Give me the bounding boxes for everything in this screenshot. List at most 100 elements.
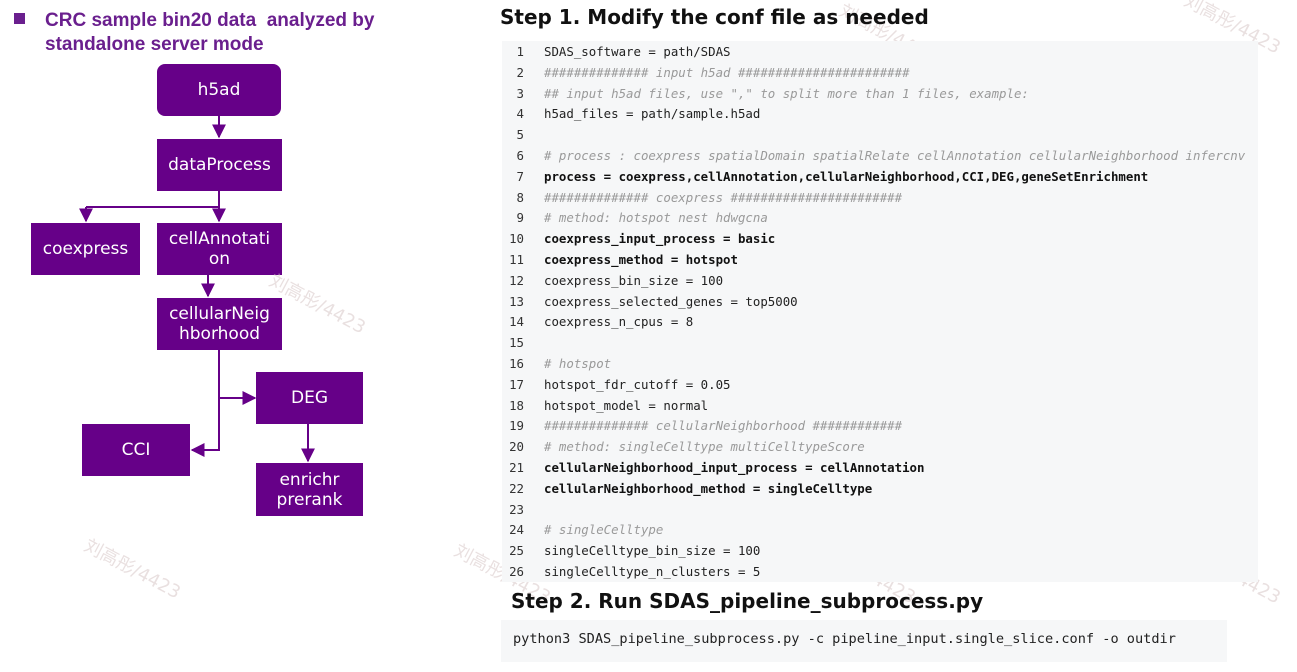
line-number: 25 <box>509 543 524 559</box>
code-text: coexpress_input_process = basic <box>544 231 776 247</box>
line-number: 10 <box>509 231 524 247</box>
line-number: 24 <box>509 522 524 538</box>
line-number: 8 <box>516 189 524 205</box>
line-number: 9 <box>516 210 524 226</box>
code-text: h5ad_files = path/sample.h5ad <box>544 106 761 122</box>
node-h5ad: h5ad <box>157 64 281 116</box>
code-text: # method: hotspot nest hdwgcna <box>544 210 768 226</box>
section-title: CRC sample bin20 data analyzed by standa… <box>45 9 445 57</box>
line-number: 5 <box>516 127 524 143</box>
node-dataprocess: dataProcess <box>157 139 282 191</box>
node-cellularneighborhood: cellularNeig hborhood <box>157 298 282 350</box>
line-number: 17 <box>509 376 524 392</box>
line-number: 20 <box>509 439 524 455</box>
code-line: 6 # process : coexpress spatialDomain spa… <box>502 145 1258 166</box>
line-number: 3 <box>516 85 524 101</box>
code-text: ############## input h5ad ##############… <box>544 64 910 80</box>
line-number: 12 <box>509 272 524 288</box>
command-code-block[interactable]: python3 SDAS_pipeline_subprocess.py -c p… <box>501 620 1227 662</box>
node-cellannotation-label-2: on <box>208 249 231 269</box>
code-line: 18 hotspot_model = normal <box>502 395 1258 416</box>
code-line: 24 # singleCelltype <box>502 519 1258 540</box>
node-enrichr-prerank: enrichr prerank <box>256 463 363 516</box>
code-text: coexpress_method = hotspot <box>544 252 738 267</box>
code-text: process = coexpress,cellAnnotation,cellu… <box>544 168 1149 184</box>
code-text: ## input h5ad files, use "," to split mo… <box>544 85 1029 101</box>
code-line: 25 singleCelltype_bin_size = 100 <box>502 540 1258 561</box>
code-line: 17 hotspot_fdr_cutoff = 0.05 <box>502 374 1258 395</box>
line-number: 6 <box>516 148 524 163</box>
bullet-square-icon <box>14 13 25 24</box>
step1-title: Step 1. Modify the conf file as needed <box>500 5 929 29</box>
line-number: 1 <box>516 44 524 59</box>
line-number: 15 <box>509 335 524 351</box>
code-line: 5 <box>502 124 1258 145</box>
line-number: 2 <box>516 64 524 80</box>
code-text: coexpress_bin_size = 100 <box>544 272 724 288</box>
code-text: singleCelltype_bin_size = 100 <box>544 543 761 559</box>
line-number: 18 <box>509 397 524 413</box>
code-line: 4 h5ad_files = path/sample.h5ad <box>502 103 1258 124</box>
line-number: 19 <box>509 418 524 434</box>
code-line: 2 ############## input h5ad #############… <box>502 62 1258 83</box>
code-text: ############## coexpress ###############… <box>544 189 903 205</box>
node-enrichr-label-2: prerank <box>276 489 343 510</box>
node-cci-label: CCI <box>121 440 151 460</box>
code-line: 23 <box>502 499 1258 520</box>
line-number: 21 <box>509 460 524 475</box>
code-text: # hotspot <box>544 356 612 371</box>
node-cellularneighborhood-label-2: hborhood <box>178 324 261 344</box>
node-dataprocess-label: dataProcess <box>168 155 271 175</box>
node-deg-label: DEG <box>290 388 328 408</box>
code-text: cellularNeighborhood_input_process = cel… <box>544 460 925 475</box>
code-text: hotspot_model = normal <box>544 397 709 413</box>
node-cellannotation: cellAnnotati on <box>157 223 282 275</box>
code-text: singleCelltype_n_clusters = 5 <box>544 564 761 579</box>
code-line: 20 # method: singleCelltype multiCelltype… <box>502 436 1258 457</box>
line-number: 13 <box>509 293 524 309</box>
code-line: 3 ## input h5ad files, use "," to split m… <box>502 83 1258 104</box>
node-h5ad-label: h5ad <box>197 80 241 100</box>
node-cci: CCI <box>82 424 190 476</box>
step2-title: Step 2. Run SDAS_pipeline_subprocess.py <box>511 589 984 613</box>
code-text: coexpress_selected_genes = top5000 <box>544 293 798 309</box>
code-line: 13 coexpress_selected_genes = top5000 <box>502 291 1258 312</box>
line-number: 23 <box>509 501 524 517</box>
config-code-block[interactable]: 1 SDAS_software = path/SDAS 2 #############… <box>502 41 1258 582</box>
code-line: 12 coexpress_bin_size = 100 <box>502 270 1258 291</box>
flow-connectors <box>79 116 315 463</box>
node-deg: DEG <box>256 372 363 424</box>
command-text[interactable]: python3 SDAS_pipeline_subprocess.py -c p… <box>513 631 1176 647</box>
code-line: 21 cellularNeighborhood_input_process = c… <box>502 457 1258 478</box>
section-title-line-2: standalone server mode <box>45 34 264 55</box>
code-text: # singleCelltype <box>544 522 664 538</box>
code-line: 7 process = coexpress,cellAnnotation,cell… <box>502 166 1258 187</box>
node-cellularneighborhood-label-1: cellularNeig <box>169 304 270 324</box>
line-number: 22 <box>509 480 524 496</box>
code-text: # method: singleCelltype multiCelltypeSc… <box>544 439 865 455</box>
line-number: 14 <box>509 314 524 330</box>
code-line: 9 # method: hotspot nest hdwgcna <box>502 207 1258 228</box>
line-cn-to-cci <box>190 350 220 457</box>
code-line: 8 ############## coexpress ##############… <box>502 187 1258 208</box>
code-line: 16 # hotspot <box>502 353 1258 374</box>
line-number: 7 <box>516 168 524 184</box>
line-number: 16 <box>509 356 524 371</box>
section-title-line-1: CRC sample bin20 data analyzed by <box>45 10 375 31</box>
code-text: cellularNeighborhood_method = singleCell… <box>544 480 873 496</box>
code-line: 10 coexpress_input_process = basic <box>502 228 1258 249</box>
code-text: SDAS_software = path/SDAS <box>544 44 731 59</box>
node-coexpress: coexpress <box>31 223 140 275</box>
node-coexpress-label: coexpress <box>42 239 129 259</box>
line-number: 26 <box>509 564 524 579</box>
node-cellannotation-label-1: cellAnnotati <box>168 229 271 249</box>
code-text: hotspot_fdr_cutoff = 0.05 <box>544 376 731 392</box>
code-line: 1 SDAS_software = path/SDAS <box>502 41 1258 62</box>
node-enrichr-label-1: enrichr <box>279 469 340 490</box>
code-text: ############## cellularNeighborhood ####… <box>544 418 903 434</box>
code-line: 22 cellularNeighborhood_method = singleCe… <box>502 478 1258 499</box>
code-text: # process : coexpress spatialDomain spat… <box>544 148 1246 163</box>
line-number: 4 <box>516 106 524 122</box>
